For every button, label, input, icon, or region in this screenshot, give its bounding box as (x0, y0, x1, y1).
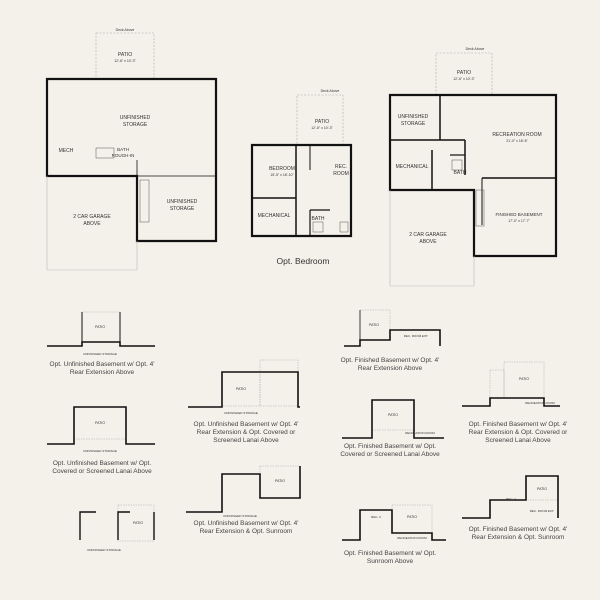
fin-finished-size: 17'-0" x 17'-7" (508, 219, 530, 223)
fin-patio-size: 12'-6" x 10'-3" (453, 77, 475, 81)
fin-mechanical: MECHANICAL (396, 164, 429, 170)
opt1-patio: PATIO (95, 325, 105, 329)
option-caption-5: Opt. Finished Basement w/ Opt. 4' Rear E… (340, 357, 440, 372)
main-garage-1: 2 CAR GARAGE (73, 214, 111, 220)
opt7-rec: RECREATION ROOM (405, 431, 435, 435)
opt3-patio: PATIO (236, 387, 246, 391)
main-mech: MECH (59, 148, 74, 154)
option-caption-3: Opt. Unfinished Basement w/ Opt. 4' Rear… (193, 421, 299, 444)
option-1-plan: PATIO UNFINISHED STORAGE (47, 311, 155, 356)
main-deck-above: Deck Above (116, 28, 135, 32)
opt-bedroom-caption: Opt. Bedroom (276, 256, 330, 266)
option-caption-2: Opt. Unfinished Basement w/ Opt. Covered… (52, 460, 152, 475)
option-2-plan: PATIO UNFINISHED STORAGE (47, 406, 155, 453)
fin-bath: BATH (454, 170, 467, 176)
opt6-patio: PATIO (369, 323, 379, 327)
opt2-patio: PATIO (95, 421, 105, 425)
main-unfinished-storage-2: STORAGE (123, 122, 148, 128)
opt8-rec: RECREATION ROOM (397, 536, 427, 540)
bed-walls (250, 143, 353, 238)
option-caption-4: Opt. Unfinished Basement w/ Opt. 4' Rear… (193, 520, 299, 535)
opt1-storage: UNFINISHED STORAGE (83, 352, 117, 356)
fin-finished-basement: FINISHED BASEMENT (495, 212, 542, 217)
bed-deck-above: Deck Above (321, 89, 340, 93)
opt-bedroom-plan: Deck Above PATIO 12'-6" x 10'-3" BEDROOM… (250, 89, 353, 238)
main-bath-fixture (95, 147, 115, 159)
opt7-patio: PATIO (388, 413, 398, 417)
bed-mechanical: MECHANICAL (258, 213, 291, 219)
bed-patio-size: 12'-6" x 10'-3" (311, 126, 333, 130)
main-stair (139, 179, 150, 223)
main-plan: Deck Above PATIO 12'-6" x 10'-3" UNFINIS… (45, 28, 218, 271)
main-patio-label: PATIO (118, 52, 132, 58)
opt5-storage: UNFINISHED STORAGE (87, 548, 121, 552)
option-4-plan: PATIO UNFINISHED STORAGE (186, 465, 301, 518)
opt4-storage: UNFINISHED STORAGE (223, 514, 257, 518)
fin-unfinished-2: STORAGE (401, 121, 426, 127)
main-bath-1: BATH (117, 147, 129, 152)
opt3-storage: UNFINISHED STORAGE (224, 411, 258, 415)
fin-garage-1: 2 CAR GARAGE (409, 232, 447, 238)
option-caption-8: Opt. Finished Basement w/ Opt. 4' Rear E… (468, 421, 568, 444)
finished-plan: Deck Above PATIO 12'-6" x 10'-3" UNFINIS… (388, 47, 558, 287)
fin-deck-above: Deck Above (466, 47, 485, 51)
opt9-patio: PATIO (519, 377, 529, 381)
main-bath-2: ROUGH-IN (112, 153, 135, 158)
option-6-plan: PATIO REC. ROOM EXT. (344, 309, 441, 347)
bed-bath: BATH (312, 216, 325, 222)
opt9-rec: RECREATION ROOM (525, 401, 555, 405)
main-garage-2: ABOVE (83, 221, 101, 227)
option-caption-6: Opt. Finished Basement w/ Opt. Covered o… (340, 443, 440, 458)
fin-unfinished-1: UNFINISHED (398, 114, 429, 120)
fin-rec-size: 21'-0" x 18'-6" (506, 139, 528, 143)
option-small-left: PATIO UNFINISHED STORAGE (79, 504, 155, 552)
opt2-storage: UNFINISHED STORAGE (83, 449, 117, 453)
opt10-rec-ext: REC. ROOM EXT. (530, 509, 555, 513)
option-3-plan: PATIO UNFINISHED STORAGE (188, 359, 300, 415)
option-caption-7: Opt. Finished Basement w/ Opt. Sunroom A… (343, 550, 437, 565)
opt5-patio: PATIO (133, 521, 143, 525)
option-10-plan: PATIO REC. 2 REC. ROOM EXT. (462, 475, 559, 519)
option-caption-1: Opt. Unfinished Basement w/ Opt. 4' Rear… (49, 361, 155, 376)
opt10-patio: PATIO (537, 487, 547, 491)
fin-patio-label: PATIO (457, 70, 471, 76)
opt8-rec2: REC. 2 (371, 515, 381, 519)
bed-bedroom-label: BEDROOM (269, 166, 295, 172)
main-patio-size: 12'-6" x 10'-3" (114, 59, 136, 63)
bed-rec-1: REC. (335, 164, 347, 170)
fin-rec-room: RECREATION ROOM (492, 132, 541, 138)
main-storage-right-2: STORAGE (170, 206, 195, 212)
fin-garage-2: ABOVE (419, 239, 437, 245)
opt10-rec2: REC. 2 (506, 497, 516, 501)
opt4-patio: PATIO (275, 479, 285, 483)
option-8-plan: REC. 2 PATIO RECREATION ROOM (342, 504, 446, 541)
main-storage-right-1: UNFINISHED (167, 199, 198, 205)
option-9-plan: PATIO RECREATION ROOM (462, 361, 560, 407)
opt6-rec-ext: REC. ROOM EXT. (404, 334, 429, 338)
bed-patio-label: PATIO (315, 119, 329, 125)
option-7-plan: PATIO RECREATION ROOM (342, 399, 444, 439)
option-caption-9: Opt. Finished Basement w/ Opt. 4' Rear E… (468, 526, 568, 541)
opt8-patio: PATIO (407, 515, 417, 519)
bed-rec-2: ROOM (333, 171, 349, 177)
bed-bedroom-size: 15'-5" x 18'-10" (270, 173, 294, 177)
main-unfinished-storage-1: UNFINISHED (120, 115, 151, 121)
